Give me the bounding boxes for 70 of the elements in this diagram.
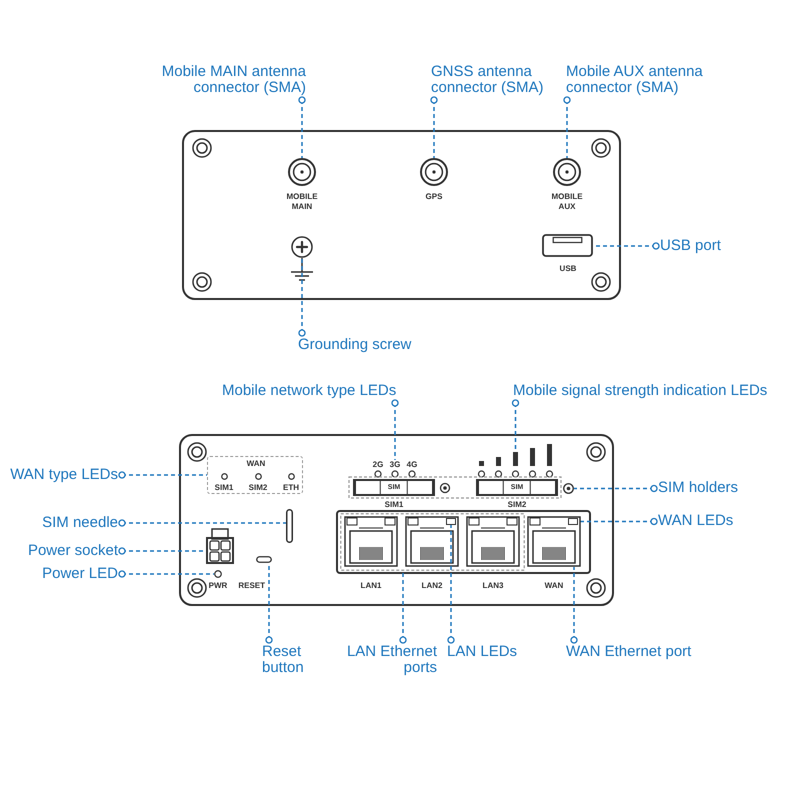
panel-label: WAN bbox=[544, 581, 564, 590]
panel-label: 4G bbox=[406, 460, 418, 469]
callout-label: SIM holders bbox=[658, 480, 738, 496]
leader-line bbox=[563, 96, 571, 158]
panel-label: MOBILE MAIN bbox=[285, 192, 319, 212]
callout-label: Power LED bbox=[42, 566, 118, 582]
leader-line bbox=[593, 242, 660, 250]
antenna-connector-icon bbox=[288, 158, 316, 186]
signal-bar-icon bbox=[513, 452, 518, 466]
leader-line bbox=[118, 519, 286, 527]
panel-label: RESET bbox=[238, 581, 265, 590]
callout-label: WAN Ethernet port bbox=[566, 644, 692, 660]
callout-label: WAN type LEDs bbox=[10, 467, 118, 483]
panel-label: USB bbox=[560, 264, 576, 273]
callout-label: Mobile AUX antenna connector (SMA) bbox=[566, 64, 726, 96]
antenna-connector-icon bbox=[420, 158, 448, 186]
power-socket-icon bbox=[206, 528, 234, 564]
leader-line bbox=[447, 524, 455, 644]
sim-holder bbox=[476, 479, 558, 496]
callout-label: SIM needle bbox=[42, 515, 118, 531]
leader-line bbox=[118, 547, 206, 555]
screw-icon bbox=[291, 236, 313, 258]
panel-label: PWR bbox=[208, 581, 228, 590]
leader-line bbox=[298, 96, 306, 158]
port-group-frame bbox=[340, 513, 525, 571]
callout-label: GNSS antenna connector (SMA) bbox=[431, 64, 561, 96]
callout-label: Grounding screw bbox=[298, 337, 412, 353]
sim-needle-icon bbox=[286, 509, 293, 543]
leader-line bbox=[430, 96, 438, 158]
panel-label: LAN3 bbox=[482, 581, 504, 590]
panel-label: SIM1 bbox=[214, 483, 234, 492]
leader-line bbox=[399, 571, 407, 644]
callout-label: USB port bbox=[660, 238, 721, 254]
leader-line bbox=[265, 563, 273, 644]
panel-label: SIM1 bbox=[384, 500, 404, 509]
led-icon bbox=[568, 518, 578, 524]
callout-label: WAN LEDs bbox=[658, 513, 734, 529]
callout-label: Power socket bbox=[28, 543, 118, 559]
leader-line bbox=[118, 570, 214, 578]
callout-label: LAN Ethernet ports bbox=[337, 644, 437, 676]
leader-line bbox=[298, 258, 306, 337]
usb-port-icon bbox=[542, 234, 593, 257]
panel-label: GPS bbox=[426, 192, 442, 201]
leader-line bbox=[512, 399, 520, 452]
callout-label: Reset button bbox=[262, 644, 318, 676]
screw-icon bbox=[563, 483, 574, 494]
panel-label: 2G bbox=[372, 460, 384, 469]
callout-label: Mobile MAIN antenna connector (SMA) bbox=[146, 64, 306, 96]
panel-label: ETH bbox=[283, 483, 299, 492]
callout-label: Mobile signal strength indication LEDs bbox=[513, 383, 768, 399]
callout-label: Mobile network type LEDs bbox=[222, 383, 396, 399]
ethernet-port-icon bbox=[527, 516, 581, 567]
led-icon bbox=[214, 570, 222, 578]
antenna-connector-icon bbox=[553, 158, 581, 186]
leader-line bbox=[391, 399, 399, 460]
reset-button-icon bbox=[256, 556, 272, 563]
leader-line bbox=[574, 484, 658, 492]
led-icon bbox=[446, 518, 456, 524]
panel-label: WAN bbox=[246, 459, 266, 468]
sim-holder bbox=[353, 479, 435, 496]
panel-label: SIM2 bbox=[508, 500, 526, 509]
callout-label: LAN LEDs bbox=[447, 644, 518, 660]
panel-label: SIM2 bbox=[248, 483, 268, 492]
leader-line bbox=[570, 567, 578, 644]
panel-label: LAN1 bbox=[360, 581, 382, 590]
led-group-frame bbox=[207, 456, 303, 494]
leader-line bbox=[118, 471, 207, 479]
panel-label: LAN2 bbox=[422, 581, 442, 590]
panel-label: 3G bbox=[390, 460, 400, 469]
panel-label: MOBILE AUX bbox=[550, 192, 584, 212]
